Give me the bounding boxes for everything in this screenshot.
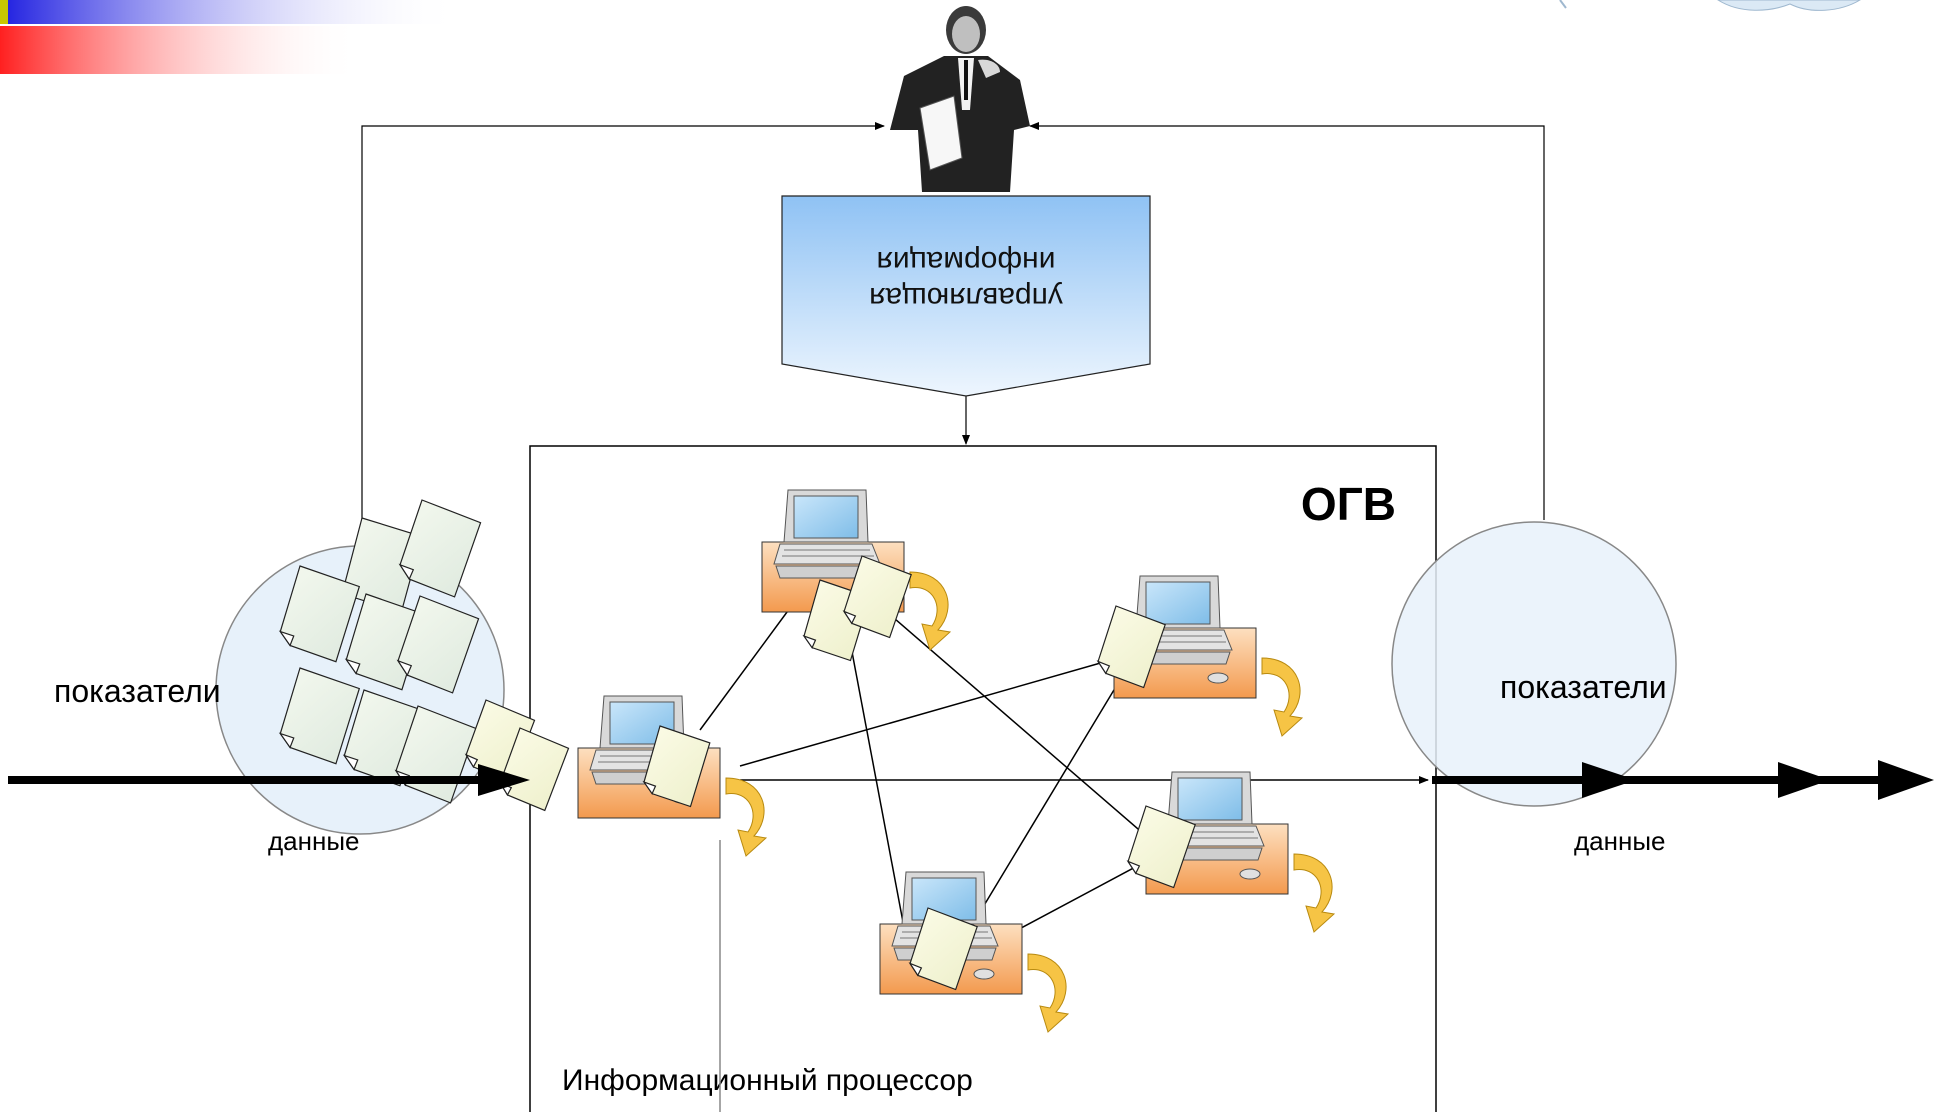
data-right-label: данные: [1574, 826, 1666, 856]
data-left-label: данные: [268, 826, 360, 856]
indicators-circle-left: показатели данные: [54, 497, 572, 856]
data-flow-right: данные: [1432, 760, 1934, 856]
control-information-box: управляющая информация: [781, 195, 1151, 397]
businessman-figure: [890, 6, 1030, 192]
ogv-title: ОГВ: [1301, 478, 1396, 530]
feedback-loop: [361, 122, 1545, 522]
data-flow-left: [8, 764, 530, 796]
network-links: [699, 605, 1161, 1112]
control-info-line2: информация: [877, 245, 1056, 278]
info-processor-label: Информационный процессор: [562, 1064, 973, 1097]
control-info-line1: управляющая: [869, 281, 1063, 314]
corner-map-icon: [1559, 0, 1861, 11]
header-decoration: [0, 0, 460, 74]
indicators-left-label: показатели: [54, 673, 221, 709]
indicators-right-label: показатели: [1500, 669, 1667, 705]
indicators-circle-right: показатели: [1391, 521, 1677, 807]
